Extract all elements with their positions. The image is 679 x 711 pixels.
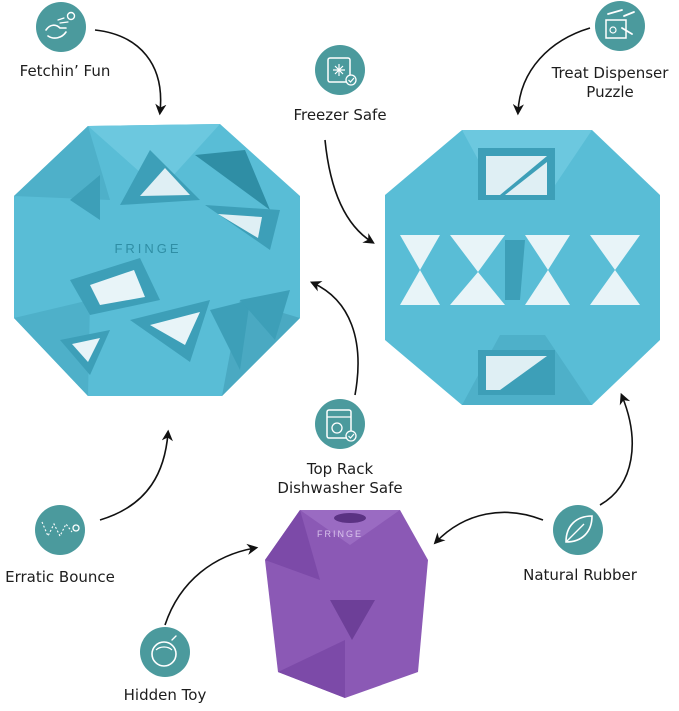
label-dishwasher-safe: Top Rack Dishwasher Safe (275, 460, 405, 498)
dishwasher-line2: Dishwasher Safe (277, 479, 403, 497)
hidden-toy-text: Hidden Toy (123, 686, 207, 704)
label-natural-rubber: Natural Rubber (515, 566, 645, 585)
label-freezer-safe: Freezer Safe (280, 106, 400, 125)
natural-rubber-text: Natural Rubber (523, 566, 637, 584)
fetchin-fun-text: Fetchin’ Fun (19, 62, 111, 80)
freezer-snowflake-icon (315, 45, 365, 95)
purple-toy-brand: FRINGE (317, 529, 363, 539)
hidden-ball-icon (140, 627, 190, 677)
label-hidden-toy: Hidden Toy (110, 686, 220, 705)
right-ball-toy (385, 130, 660, 405)
left-ball-brand: FRINGE (114, 241, 181, 256)
arrow-fetchin-fun (94, 29, 167, 116)
treat-dispenser-line1: Treat Dispenser (551, 64, 669, 82)
label-treat-dispenser: Treat Dispenser Puzzle (545, 64, 675, 102)
bones-puzzle-icon (595, 1, 645, 51)
arrow-hidden-toy (164, 543, 259, 626)
purple-treat-toy (265, 510, 428, 698)
arrow-treat-dispenser (512, 27, 591, 116)
erratic-bounce-text: Erratic Bounce (5, 568, 115, 586)
label-erratic-bounce: Erratic Bounce (0, 568, 120, 587)
dishwasher-line1: Top Rack (306, 460, 374, 478)
left-ball-toy (14, 124, 300, 396)
freezer-safe-text: Freezer Safe (293, 106, 387, 124)
arrow-erratic-bounce (99, 429, 173, 521)
arrow-freezer-safe (324, 139, 375, 244)
treat-dispenser-line2: Puzzle (586, 83, 634, 101)
arrow-natural-rubber (433, 511, 544, 545)
dishwasher-icon (315, 399, 365, 449)
arrow-dishwasher (309, 281, 359, 396)
label-fetchin-fun: Fetchin’ Fun (10, 62, 120, 81)
ball-throw-icon (36, 2, 86, 52)
leaf-icon (553, 505, 603, 555)
bounce-dots-icon (35, 505, 85, 555)
arrows (94, 27, 633, 626)
arrow-rubber-right-ball (599, 392, 633, 506)
